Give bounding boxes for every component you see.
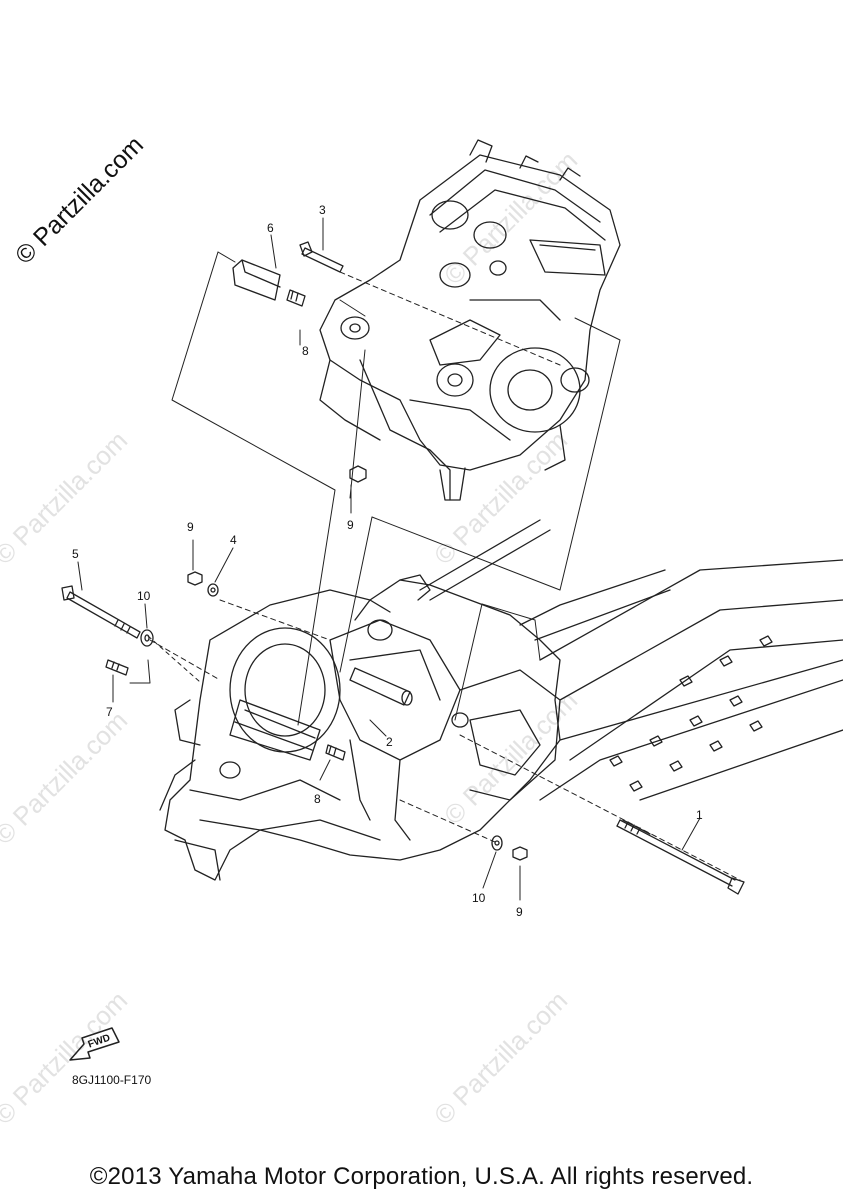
engine-assembly — [319, 139, 621, 501]
callout-5: 5 — [72, 547, 79, 561]
callout-1: 1 — [696, 808, 703, 822]
callout-7: 7 — [106, 705, 113, 719]
callout-10-lower: 10 — [472, 891, 486, 905]
fwd-arrow-icon — [69, 1027, 120, 1061]
callout-4: 4 — [230, 533, 237, 547]
callout-6: 6 — [267, 221, 274, 235]
callout-8-lower: 8 — [314, 792, 321, 806]
part-5-bolt — [61, 585, 221, 681]
part-10-washer — [140, 629, 503, 851]
part-1-long-bolt — [459, 734, 745, 895]
assembly-leader-lines — [129, 251, 621, 726]
frame-assembly — [159, 519, 671, 881]
callout-leaders — [77, 217, 701, 901]
callout-9-left: 9 — [187, 520, 194, 534]
part-3-bolt — [299, 241, 561, 366]
part-4-washer — [207, 583, 219, 597]
diagram-code: 8GJ1100-F170 — [72, 1073, 152, 1087]
copyright-notice: ©2013 Yamaha Motor Corporation, U.S.A. A… — [89, 1163, 754, 1190]
callout-2: 2 — [386, 735, 393, 749]
callout-8-upper: 8 — [302, 344, 309, 358]
callout-9-lower: 9 — [516, 905, 523, 919]
part-9-nut — [187, 465, 528, 861]
part-2-collar-bolt — [349, 667, 413, 706]
part-8-stud — [286, 289, 346, 761]
tunnel-rails — [539, 559, 843, 801]
callout-9-upper: 9 — [347, 518, 354, 532]
part-7-stud — [105, 659, 129, 676]
callout-3: 3 — [319, 203, 326, 217]
callout-10-left: 10 — [137, 589, 151, 603]
part-6-bracket — [232, 259, 281, 301]
